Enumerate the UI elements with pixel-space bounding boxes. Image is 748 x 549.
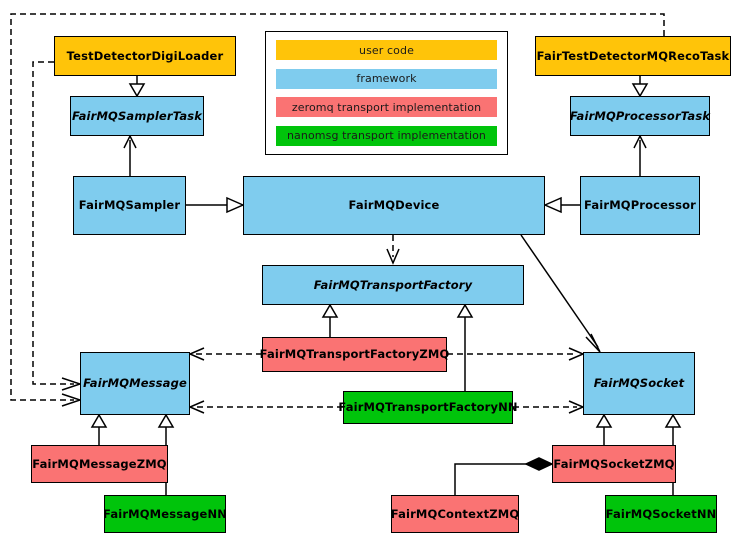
class-node-label: FairMQTransportFactory <box>313 277 473 292</box>
edge-factoryzmq-creates-socket <box>447 347 585 361</box>
class-node-fairmqprocessor[interactable]: FairMQProcessor <box>580 176 700 235</box>
legend-item-user-code: user code <box>276 40 497 60</box>
edge-device-uses-socket <box>520 234 601 353</box>
edge-factorynn-creates-message <box>188 400 343 414</box>
class-node-fairmqtransportfactorynn[interactable]: FairMQTransportFactoryNN <box>338 391 518 424</box>
legend-panel: user code framework zeromq transport imp… <box>265 31 508 155</box>
legend-item-framework: framework <box>276 68 497 89</box>
legend-item-label: nanomsg transport implementation <box>286 129 487 143</box>
edge-factoryzmq-inherits-factory <box>321 303 339 337</box>
edge-factorynn-creates-socket <box>513 400 585 414</box>
edge-socketzmq-inherits-socket <box>595 413 613 445</box>
class-node-fairmqtransportfactoryzmq[interactable]: FairMQTransportFactoryZMQ <box>259 337 450 372</box>
class-node-label: FairMQTransportFactoryNN <box>338 400 518 415</box>
edge-messagezmq-inherits-message <box>90 413 108 445</box>
legend-item-zeromq: zeromq transport implementation <box>276 97 497 118</box>
class-node-label: FairMQSocket <box>593 376 685 391</box>
class-node-fairmqtransportfactory[interactable]: FairMQTransportFactory <box>262 265 524 305</box>
class-node-label: FairMQContextZMQ <box>390 506 520 521</box>
legend-item-nanomsg: nanomsg transport implementation <box>276 125 497 146</box>
class-node-fairmqcontextzmq[interactable]: FairMQContextZMQ <box>391 495 519 533</box>
edge-factorynn-inherits-factory <box>456 303 474 391</box>
class-node-fairmqprocessortask[interactable]: FairMQProcessorTask <box>570 96 710 136</box>
class-node-fairmqsampler[interactable]: FairMQSampler <box>73 176 186 235</box>
class-node-label: FairMQMessageZMQ <box>32 456 167 471</box>
class-node-fairtestdetectormqrecotask[interactable]: FairTestDetectorMQRecoTask <box>535 36 731 76</box>
class-node-label: TestDetectorDigiLoader <box>66 48 224 63</box>
class-node-label: FairTestDetectorMQRecoTask <box>536 48 730 63</box>
edge-recotask-inherits-processortask <box>631 76 649 98</box>
edge-socketzmq-composes-contextzmq <box>454 457 554 495</box>
edge-processor-inherits-device <box>543 196 580 214</box>
class-node-label: FairMQMessageNN <box>103 506 227 521</box>
class-node-fairmqsamplertask[interactable]: FairMQSamplerTask <box>70 96 204 136</box>
class-node-label: FairMQSamplerTask <box>71 108 203 123</box>
edge-sampler-inherits-device <box>186 196 245 214</box>
class-node-label: FairMQMessage <box>83 376 187 391</box>
class-node-fairmqmessagezmq[interactable]: FairMQMessageZMQ <box>31 445 168 483</box>
edge-sampler-uses-samplertask <box>123 134 137 176</box>
edge-factoryzmq-creates-message <box>188 347 262 361</box>
edge-processor-uses-processortask <box>633 134 647 176</box>
class-node-label: FairMQProcessor <box>584 198 696 213</box>
class-node-label: FairMQTransportFactoryZMQ <box>259 347 450 362</box>
class-node-fairmqdevice[interactable]: FairMQDevice <box>243 176 545 235</box>
legend-item-label: zeromq transport implementation <box>291 100 482 114</box>
edge-device-depends-transportfactory <box>386 235 400 265</box>
class-node-label: FairMQSocketZMQ <box>553 456 675 471</box>
class-node-fairmqmessagenn[interactable]: FairMQMessageNN <box>103 495 227 533</box>
class-node-label: FairMQSocketNN <box>605 506 717 521</box>
legend-item-label: user code <box>359 43 414 57</box>
class-node-testdetectordigiloader[interactable]: TestDetectorDigiLoader <box>54 36 236 76</box>
class-node-fairmqsocketzmq[interactable]: FairMQSocketZMQ <box>552 445 676 483</box>
class-node-fairmqmessage[interactable]: FairMQMessage <box>80 352 190 415</box>
edge-digiloader-inherits-samplertask <box>128 76 146 98</box>
class-node-label: FairMQProcessorTask <box>569 108 711 123</box>
class-node-label: FairMQSampler <box>78 198 181 213</box>
legend-item-label: framework <box>356 72 417 86</box>
class-node-fairmqsocketnn[interactable]: FairMQSocketNN <box>605 495 717 533</box>
class-node-fairmqsocket[interactable]: FairMQSocket <box>583 352 695 415</box>
class-node-label: FairMQDevice <box>348 198 440 213</box>
